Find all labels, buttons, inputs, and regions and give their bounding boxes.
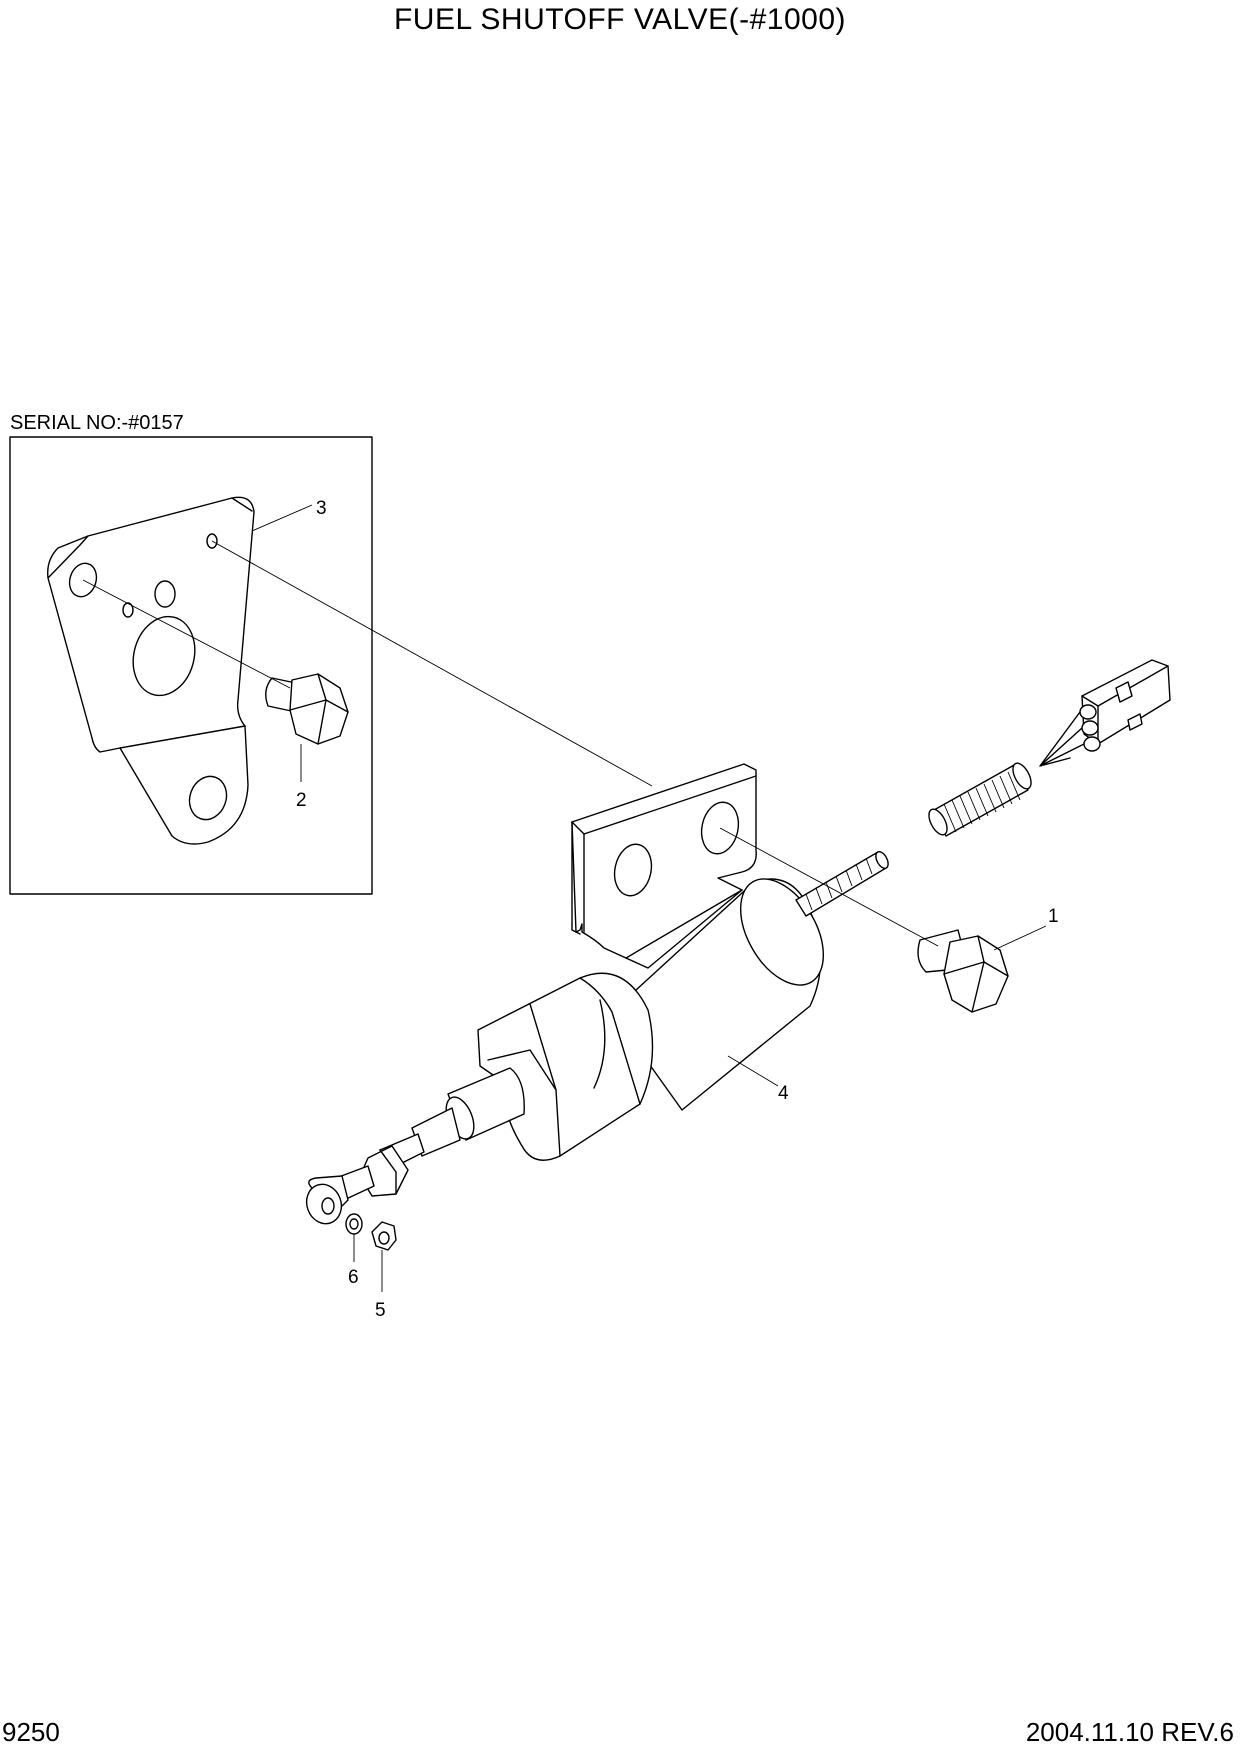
mounting-bolt xyxy=(917,929,1009,1013)
leader-lines xyxy=(251,504,1047,1292)
callout-1: 1 xyxy=(1048,906,1059,927)
page-number: 9250 xyxy=(2,1717,60,1747)
inset-bolt xyxy=(265,673,349,745)
nut-part-5 xyxy=(371,1221,397,1251)
inset-frame xyxy=(9,436,373,895)
wire-connector xyxy=(1039,659,1171,767)
callout-4: 4 xyxy=(778,1083,789,1104)
threaded-stud xyxy=(795,851,889,917)
washer-part-6 xyxy=(345,1213,363,1235)
page-title: FUEL SHUTOFF VALVE(-#1000) xyxy=(393,3,846,36)
callout-6: 6 xyxy=(348,1267,359,1288)
revision-date: 2004.11.10 REV.6 xyxy=(1025,1717,1234,1747)
spring xyxy=(928,762,1032,837)
callout-5: 5 xyxy=(375,1300,386,1321)
plunger-rod xyxy=(305,1067,525,1225)
inset-bracket xyxy=(47,496,255,845)
callout-3: 3 xyxy=(316,498,327,519)
inset-serial-label: SERIAL NO:-#0157 xyxy=(10,412,184,434)
callout-2: 2 xyxy=(296,790,307,811)
assembly-lines xyxy=(82,540,939,947)
